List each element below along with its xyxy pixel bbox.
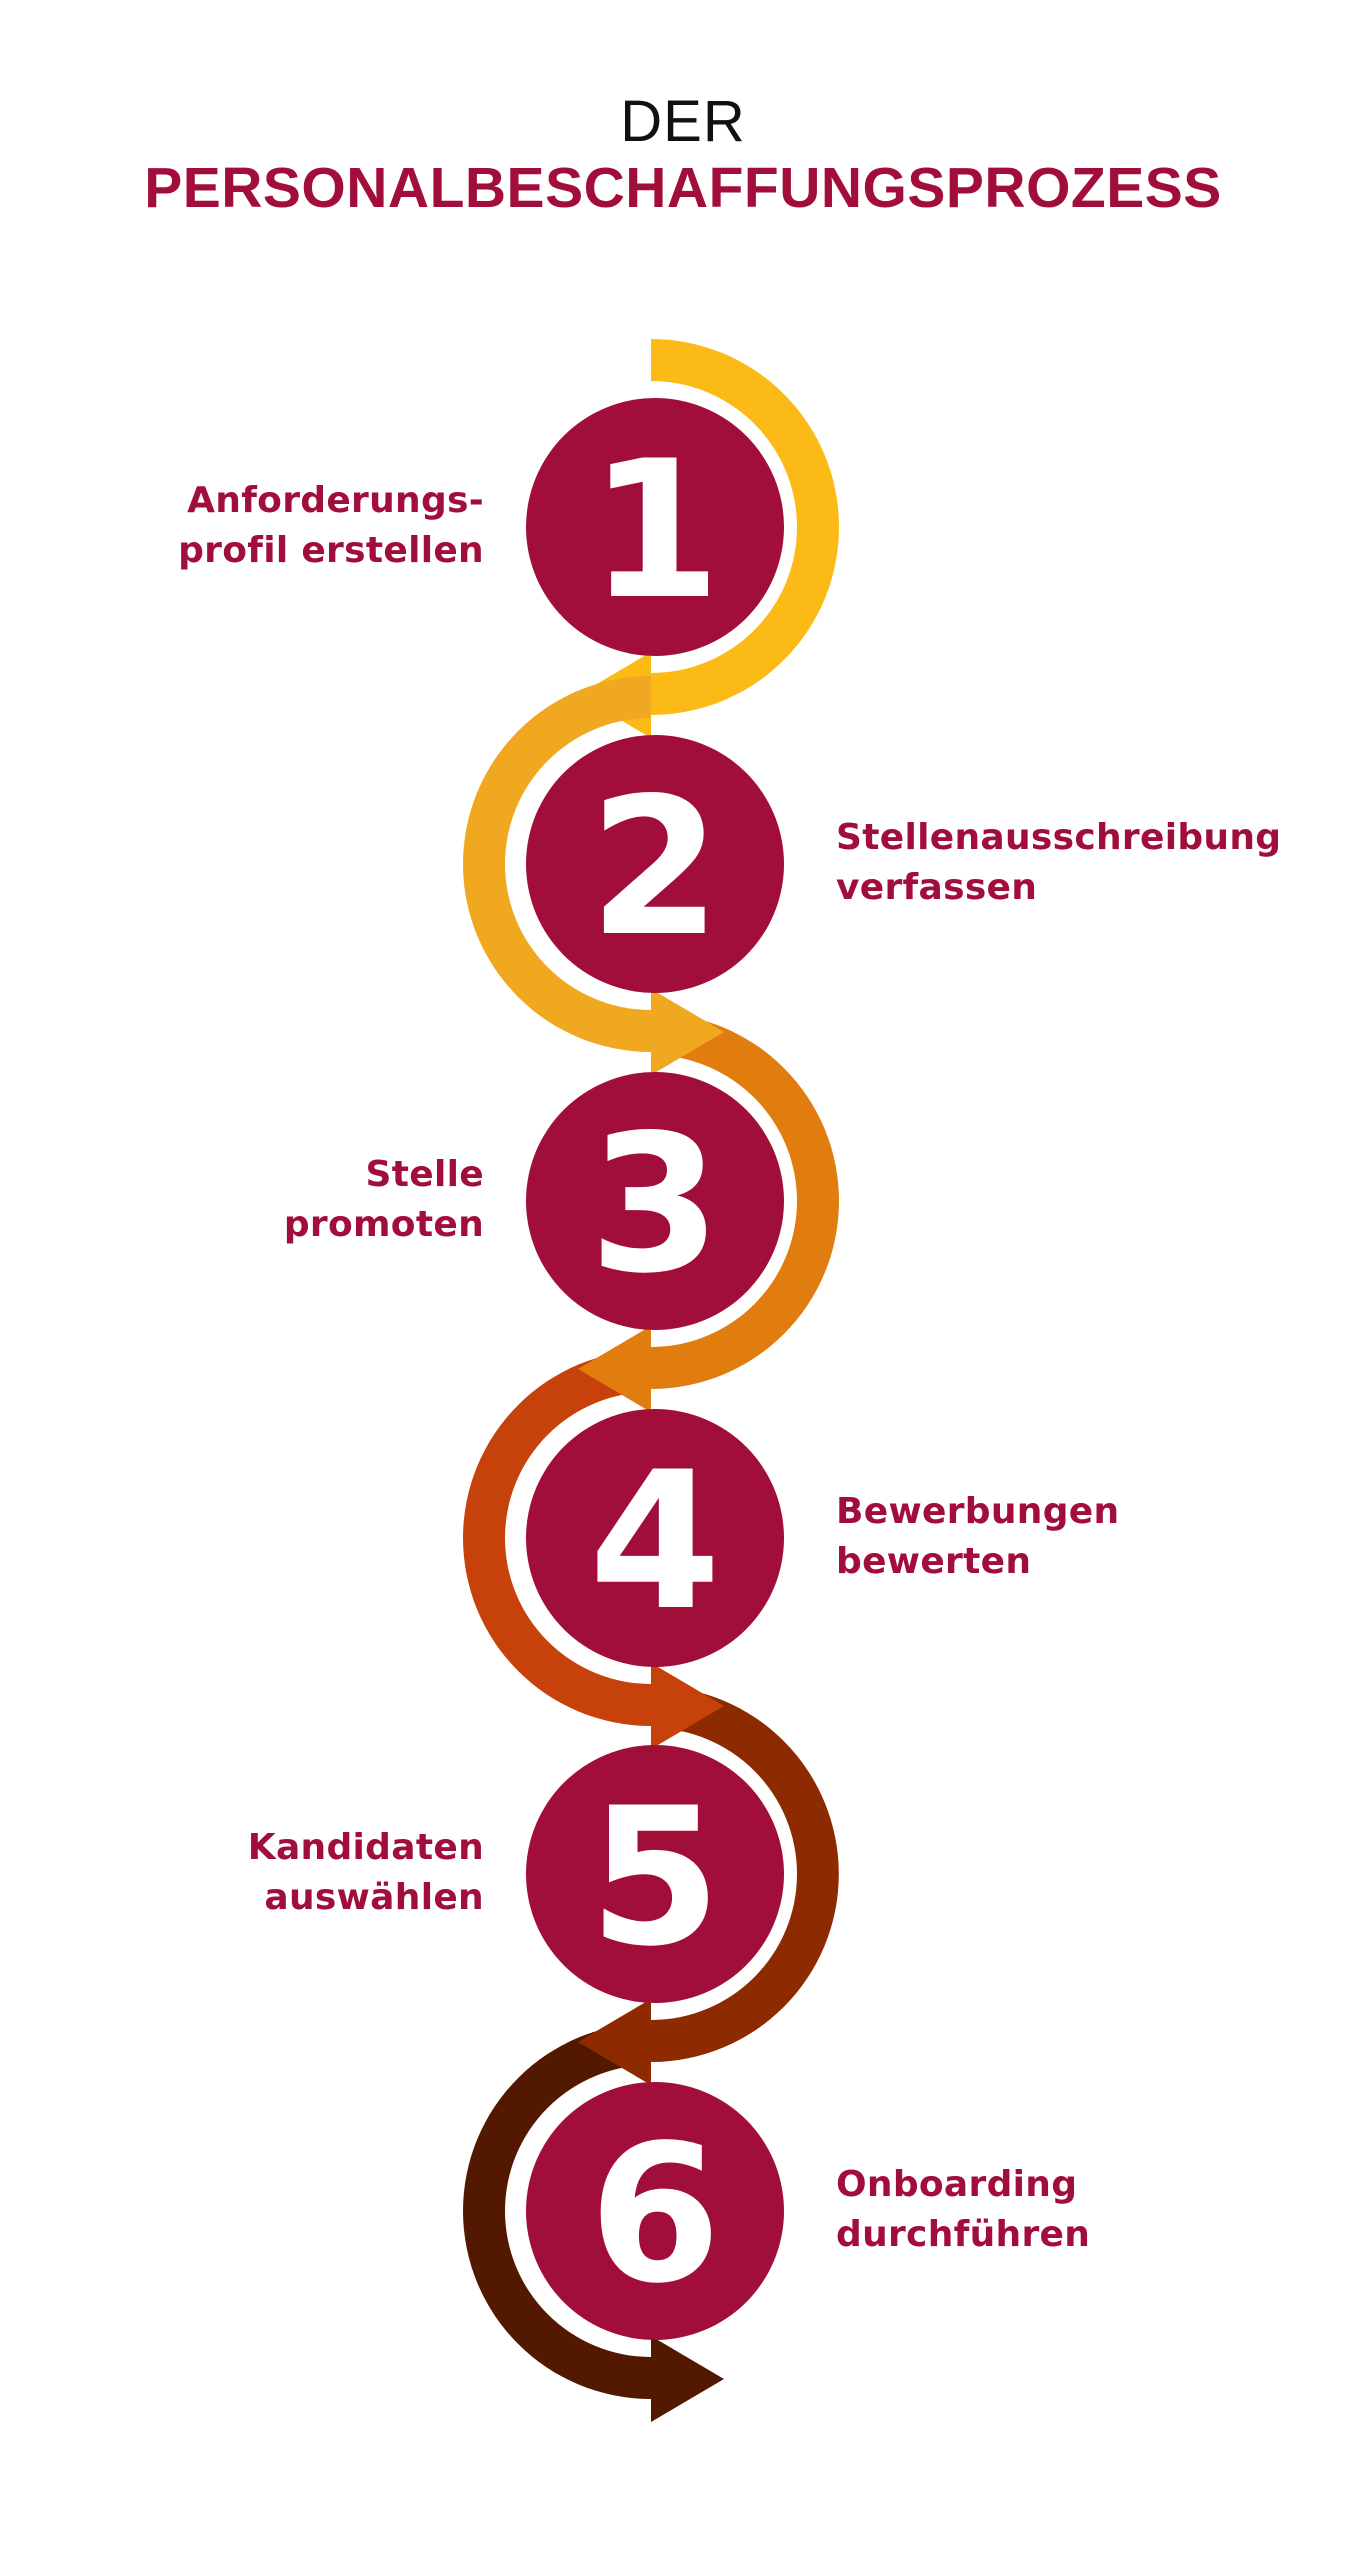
step-number-5: 5: [589, 1767, 721, 1988]
step-label-3-line1: Stelle: [365, 1154, 484, 1195]
step-number-4: 4: [589, 1431, 721, 1652]
page-title: PERSONALBESCHAFFUNGSPROZESS: [144, 156, 1222, 220]
step-label-4: Bewerbungen bewerten: [836, 1487, 1119, 1587]
step-circle-6: 6: [526, 2082, 784, 2340]
step-label-1-line2: profil erstellen: [178, 530, 484, 571]
step-label-5-line2: auswählen: [264, 1877, 484, 1918]
step-label-1-line1: Anforderungs-: [187, 480, 484, 521]
step-label-4-line1: Bewerbungen: [836, 1491, 1120, 1532]
step-label-4-line2: bewerten: [836, 1541, 1032, 1582]
step-circle-1: 1: [526, 398, 784, 656]
step-label-6-line1: Onboarding: [836, 2164, 1078, 2205]
step-label-2-line2: verfassen: [836, 867, 1038, 908]
step-circle-5: 5: [526, 1745, 784, 2003]
arc-arrow-6: [463, 1999, 724, 2422]
step-number-6: 6: [589, 2104, 721, 2325]
step-number-1: 1: [589, 420, 721, 641]
step-label-6: Onboarding durchführen: [836, 2160, 1090, 2260]
step-label-5-line1: Kandidaten: [247, 1827, 484, 1868]
step-label-6-line2: durchführen: [836, 2214, 1091, 2255]
step-label-5: Kandidaten auswählen: [248, 1823, 484, 1923]
step-circle-3: 3: [526, 1072, 784, 1330]
step-label-2: Stellenausschreibung verfassen: [836, 813, 1281, 913]
step-number-2: 2: [589, 757, 721, 978]
step-circle-2: 2: [526, 735, 784, 993]
step-label-3-line2: promoten: [283, 1204, 484, 1245]
title-prefix: DER: [620, 89, 746, 154]
step-label-1: Anforderungs- profil erstellen: [178, 476, 484, 576]
step-number-3: 3: [589, 1094, 721, 1315]
step-label-2-line1: Stellenausschreibung: [836, 817, 1282, 858]
step-label-3: Stelle promoten: [284, 1150, 484, 1250]
step-circle-4: 4: [526, 1409, 784, 1667]
